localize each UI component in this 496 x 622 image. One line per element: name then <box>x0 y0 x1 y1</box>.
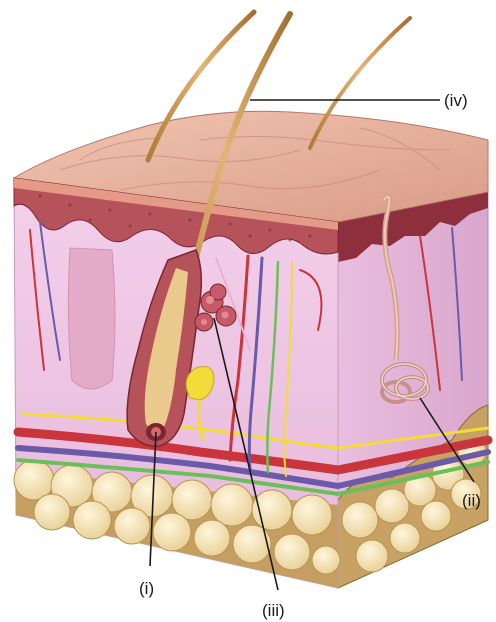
label-ii: (ii) <box>462 491 481 510</box>
block-side-face <box>338 192 488 588</box>
pale-follicle <box>68 248 115 389</box>
label-i: (i) <box>139 579 154 598</box>
label-iii: (iii) <box>262 601 285 620</box>
label-iv: (iv) <box>444 91 468 110</box>
